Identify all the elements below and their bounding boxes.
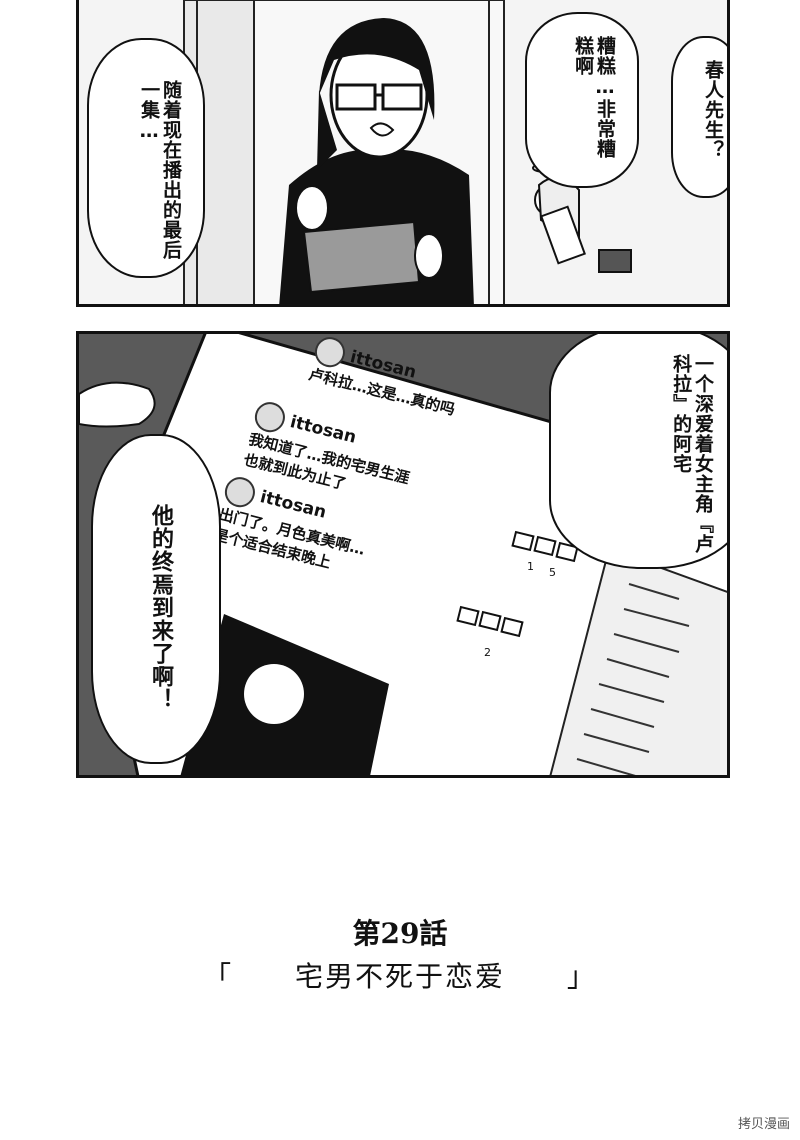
- like-count: 1: [527, 560, 534, 573]
- share-count: 5: [549, 566, 556, 579]
- speech-bubble-right: 一个深爱着女主角『卢科拉』的阿宅: [549, 334, 727, 569]
- speech-text: 春人先生？: [702, 60, 724, 160]
- speech-text: 一个深爱着女主角『卢科拉』的阿宅: [670, 354, 714, 554]
- panel-middle: ittosan 卢科拉…这是…真的吗 ittosan 我知道了…我的宅男生涯 也…: [76, 331, 730, 778]
- speech-bubble-middle: 糟糕…非常糟糕啊: [525, 12, 639, 188]
- chapter-title-text: 宅男不死于恋爱: [294, 960, 505, 993]
- speech-text: 糟糕…非常糟糕啊: [572, 36, 616, 159]
- close-quote: 」: [566, 960, 597, 993]
- speech-bubble-right: 春人先生？: [671, 36, 727, 198]
- chapter-title: 「 宅男不死于恋爱 」: [0, 955, 800, 995]
- like-count: 2: [484, 646, 491, 659]
- speech-text: 他的终焉到来了啊！: [148, 504, 173, 711]
- speech-bubble-left: 随着现在播出的最后一集…: [87, 38, 205, 278]
- speech-bubble-left: 他的终焉到来了啊！: [91, 434, 221, 764]
- panel-top-artwork: [183, 0, 632, 304]
- speech-text: 随着现在播出的最后一集…: [138, 80, 182, 260]
- watermark: 拷贝漫画: [737, 1117, 790, 1132]
- open-quote: 「: [203, 960, 234, 993]
- chapter-number: 第29話: [352, 917, 448, 950]
- panel-top: 随着现在播出的最后一集… 糟糕…非常糟糕啊 春人先生？: [76, 0, 730, 307]
